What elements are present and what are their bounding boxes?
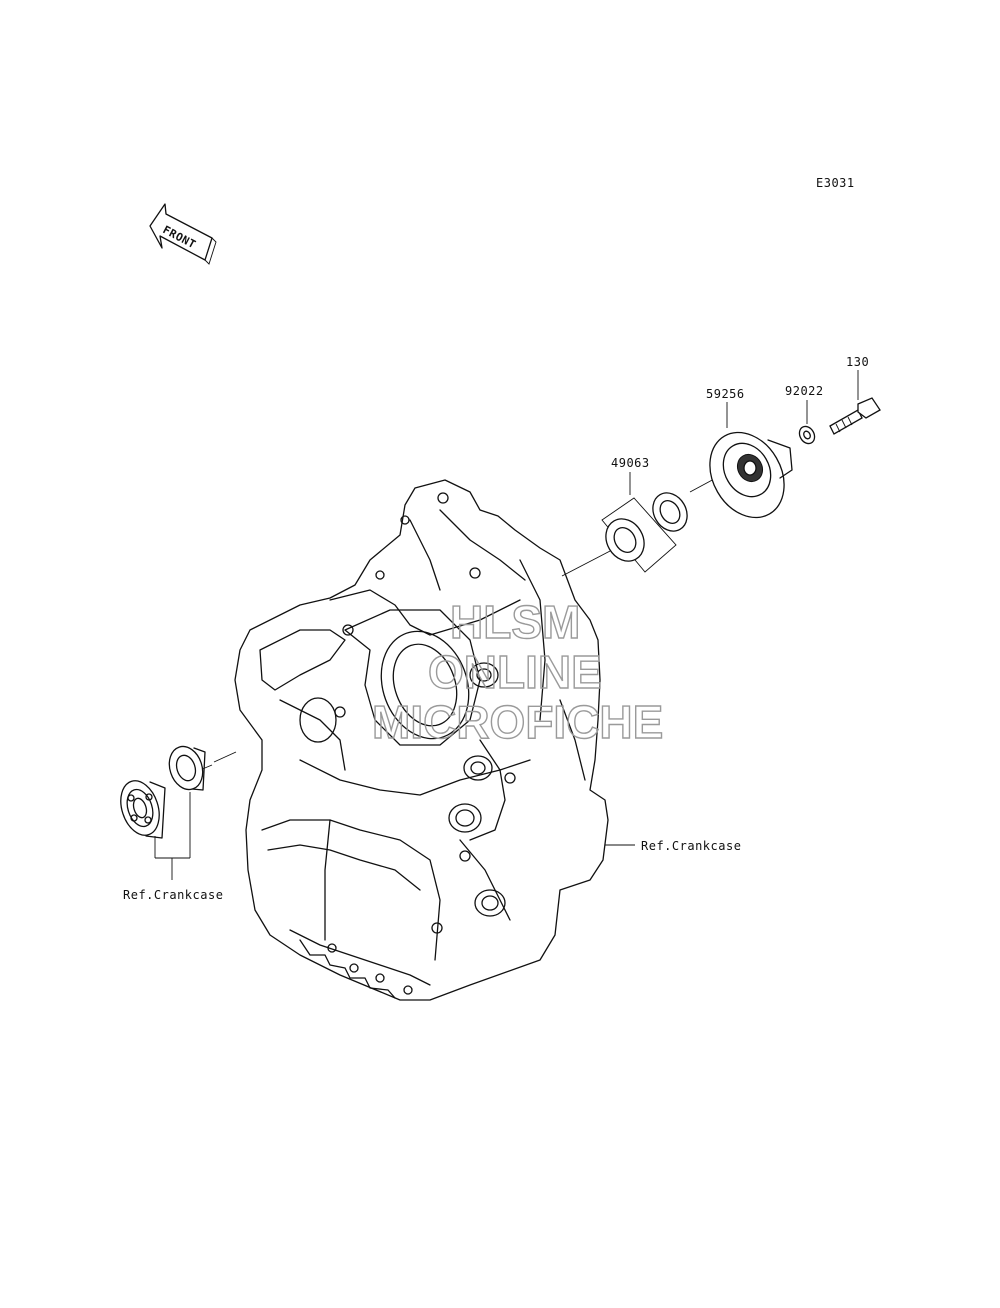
part-left-seal: [168, 745, 206, 791]
watermark-line1: HLSM: [450, 596, 580, 648]
diagram-code: E3031: [816, 176, 855, 190]
assembly-line-upper: [561, 477, 717, 577]
ref-bracket-left: [154, 792, 191, 880]
callout-59256: 59256: [706, 387, 745, 401]
watermark-line2: ONLINE: [428, 646, 602, 698]
part-130-bolt: [829, 370, 881, 435]
part-59256-cover: [709, 402, 793, 519]
watermark-line3: MICROFICHE: [372, 696, 663, 748]
front-arrow-icon: FRONT: [149, 203, 217, 265]
callout-130: 130: [846, 355, 869, 369]
part-left-bearing: [120, 780, 166, 839]
part-49063-seal: [601, 472, 688, 573]
part-92022-washer: [798, 400, 816, 445]
callout-49063: 49063: [611, 456, 650, 470]
callout-92022: 92022: [785, 384, 824, 398]
watermark: HLSM ONLINE MICROFICHE: [371, 595, 664, 748]
crankcase-illustration: [234, 479, 609, 1001]
ref-crankcase-right: Ref.Crankcase: [641, 839, 741, 853]
ref-crankcase-left: Ref.Crankcase: [123, 888, 223, 902]
